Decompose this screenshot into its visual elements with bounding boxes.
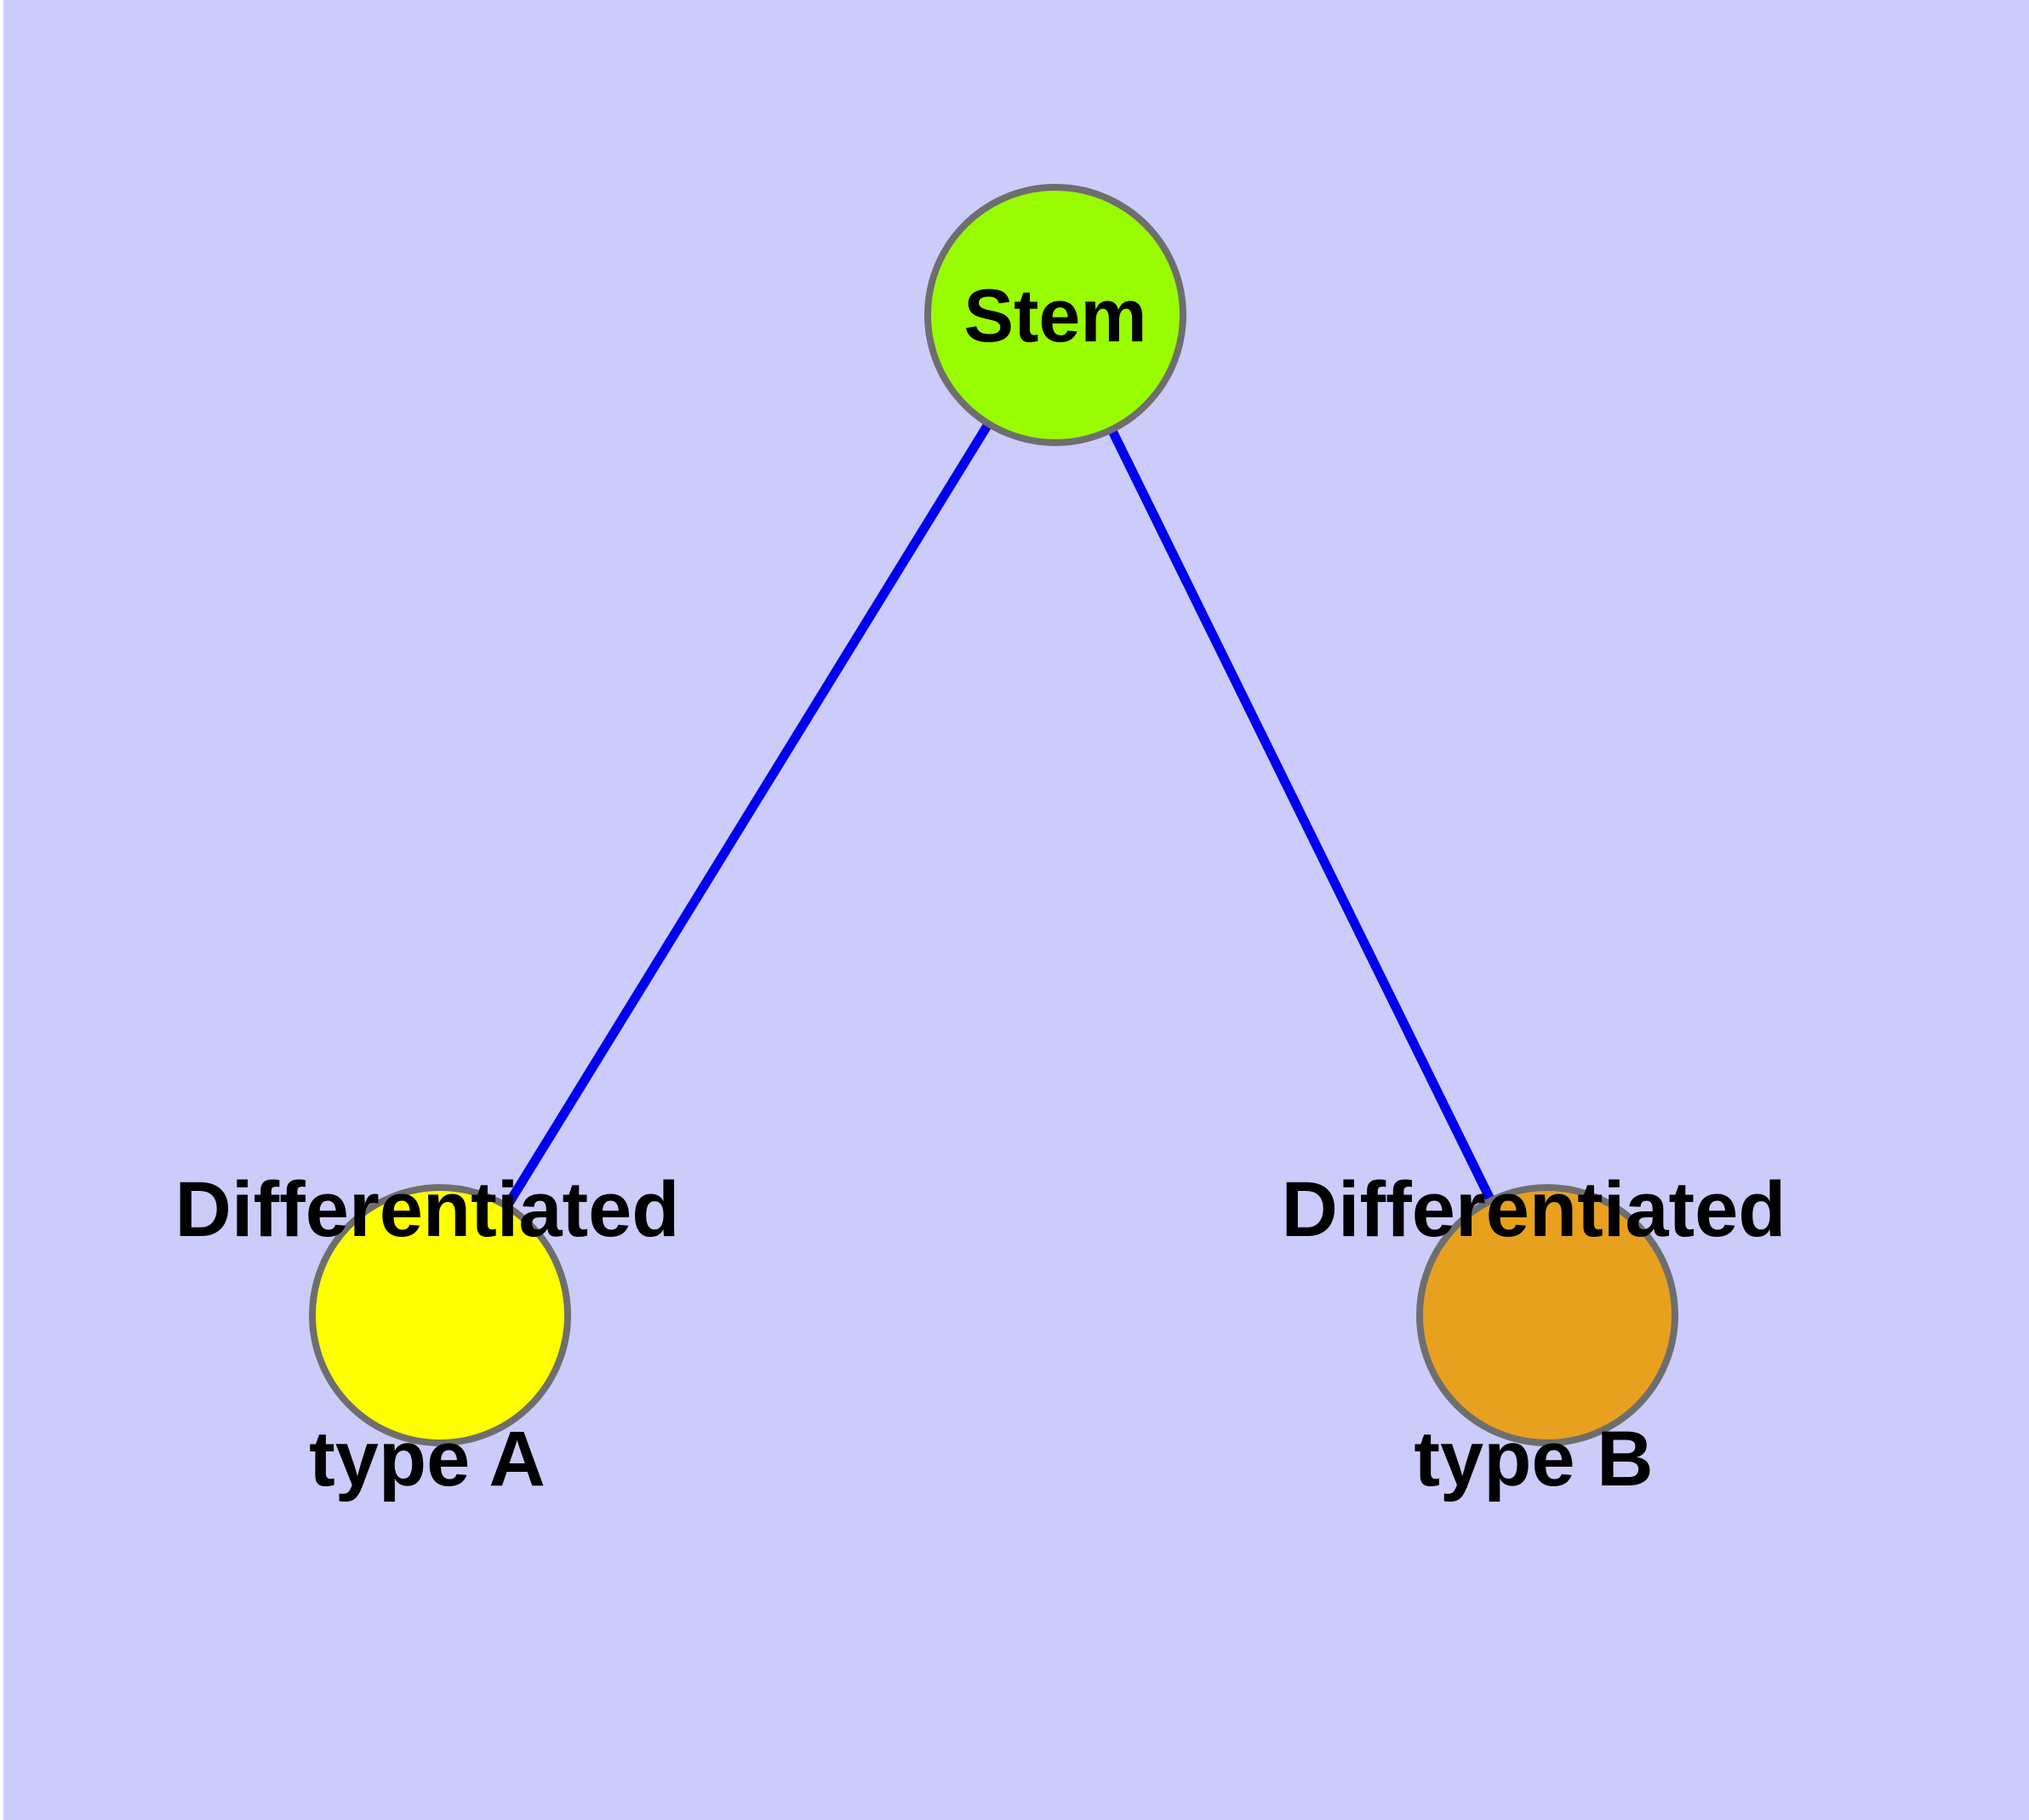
edge-stem-to-differentiated-type-a[interactable] [500,418,995,1212]
edge-stem-to-differentiated-type-b[interactable] [1106,424,1497,1206]
node-stem[interactable] [924,184,1186,446]
node-differentiated-type-b[interactable] [1416,1184,1678,1446]
node-differentiated-type-a[interactable] [309,1184,571,1446]
edges-group [500,418,1497,1212]
nodes-group [309,184,1678,1446]
